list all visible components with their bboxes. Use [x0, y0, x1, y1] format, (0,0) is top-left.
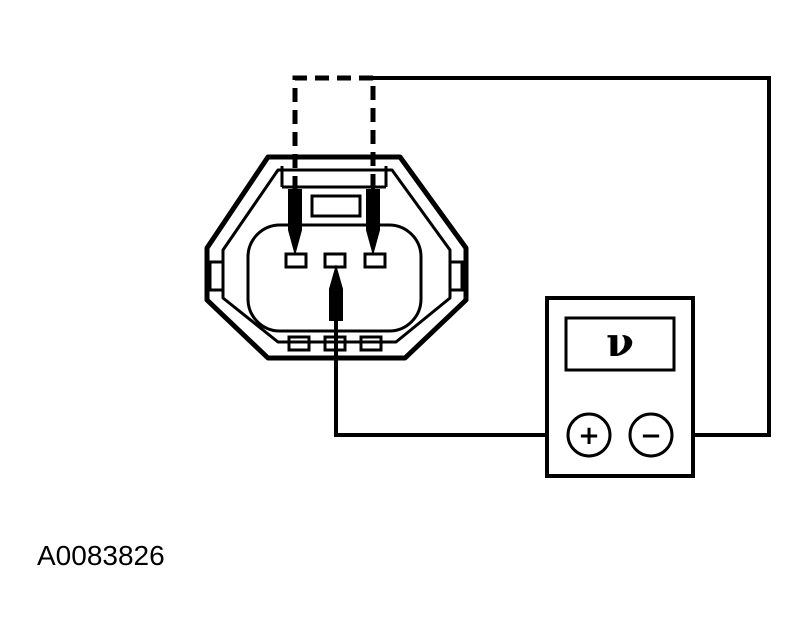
connector-outer-housing [204, 154, 469, 361]
connector-pin-1 [284, 252, 308, 269]
connector-right-notch [450, 260, 464, 292]
voltmeter-positive-terminal [566, 412, 612, 458]
connector-pin-2 [323, 252, 347, 269]
center-probe [329, 264, 343, 321]
connector-bottom-tab-3 [359, 335, 383, 352]
negative-lead-wire [373, 76, 771, 437]
jumper-wire-dashed [292, 75, 376, 190]
right-probe [366, 189, 380, 256]
positive-lead-wire [334, 315, 568, 437]
connector-left-notch [208, 260, 223, 292]
left-probe [288, 189, 302, 256]
voltmeter-negative-terminal [628, 412, 674, 458]
connector-top-recess [280, 166, 388, 189]
connector-latch [310, 194, 362, 218]
connector-bottom-tab-1 [287, 335, 311, 352]
voltmeter-display [564, 316, 676, 372]
negative-terminal-symbol: − [640, 421, 662, 451]
connector-inner-rim [221, 168, 452, 344]
connector-pin-3 [363, 252, 387, 269]
figure-id-label: A0083826 [37, 540, 165, 571]
voltmeter-display-symbol: ν [606, 319, 634, 366]
positive-terminal-symbol: + [578, 421, 600, 451]
